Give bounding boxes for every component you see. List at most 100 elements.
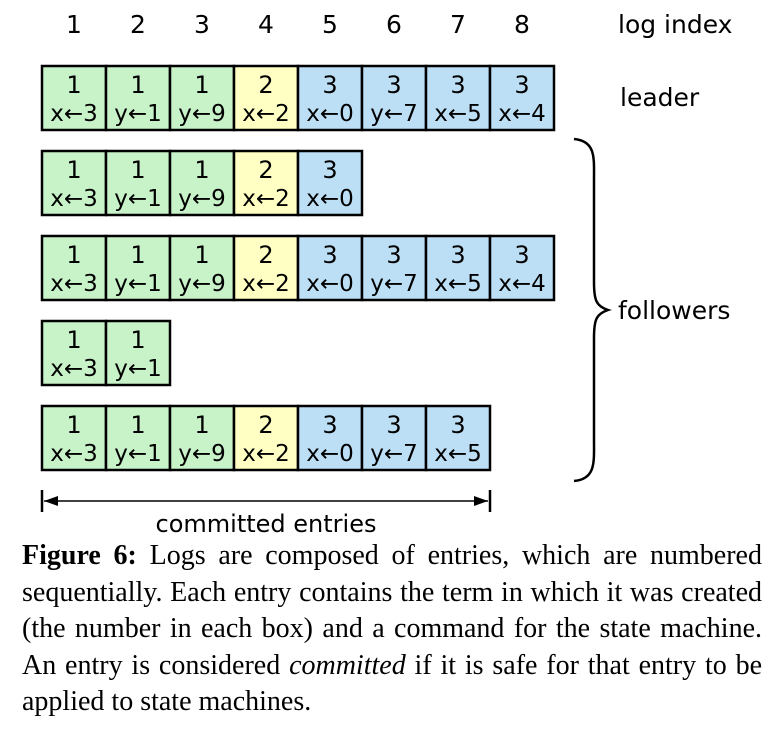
log-index-5: 5 (322, 10, 338, 39)
log-entry: 1y←1 (104, 234, 172, 302)
entry-term: 1 (66, 241, 81, 269)
log-entry: 1y←9 (168, 64, 236, 132)
entry-term: 1 (130, 156, 145, 184)
entry-term: 1 (194, 156, 209, 184)
log-entry: 3x←5 (424, 234, 492, 302)
entry-command: x←3 (50, 101, 98, 127)
entry-term: 1 (194, 411, 209, 439)
log-entry: 1y←1 (104, 64, 172, 132)
log-entry: 3x←0 (296, 404, 364, 472)
log-index-8: 8 (514, 10, 530, 39)
entry-box (488, 234, 556, 302)
log-entry: 1x←3 (40, 319, 108, 387)
entry-command: y←7 (370, 101, 418, 127)
entry-box (168, 64, 236, 132)
log-index-3: 3 (194, 10, 210, 39)
entry-term: 1 (194, 241, 209, 269)
entry-term: 2 (258, 156, 273, 184)
log-entry: 1x←3 (40, 234, 108, 302)
entry-box (40, 234, 108, 302)
log-entry: 2x←2 (232, 149, 300, 217)
entry-command: y←9 (178, 186, 226, 212)
entry-term: 3 (514, 241, 529, 269)
leader-label: leader (620, 83, 700, 112)
entry-term: 3 (386, 241, 401, 269)
log-entry: 3x←4 (488, 234, 556, 302)
log-entry: 3y←7 (360, 404, 428, 472)
entry-term: 1 (130, 326, 145, 354)
entry-term: 3 (322, 156, 337, 184)
entry-box (232, 404, 300, 472)
entry-command: x←2 (242, 271, 290, 297)
entry-term: 3 (386, 71, 401, 99)
entry-box (40, 319, 108, 387)
entry-command: x←3 (50, 356, 98, 382)
entry-term: 3 (322, 241, 337, 269)
caption-figure-label: Figure 6: (22, 540, 137, 571)
entry-box (104, 64, 172, 132)
log-entry: 3x←4 (488, 64, 556, 132)
followers-brace (573, 137, 612, 483)
log-entry: 3y←7 (360, 234, 428, 302)
log-entry: 1y←9 (168, 234, 236, 302)
caption-text: Logs are composed of entries, which are … (22, 540, 762, 681)
committed-right-arrowhead (474, 496, 488, 506)
followers-label: followers (618, 296, 730, 325)
log-entry: 3y←7 (360, 64, 428, 132)
entry-box (488, 64, 556, 132)
entry-box (296, 149, 364, 217)
entry-box (360, 404, 428, 472)
caption-emphasis: committed (289, 649, 406, 681)
entry-command: x←4 (498, 271, 546, 297)
log-entry: 3x←0 (296, 64, 364, 132)
committed-left-arrowhead (44, 496, 58, 506)
log-entry: 2x←2 (232, 64, 300, 132)
entry-box (104, 404, 172, 472)
log-entry: 3x←0 (296, 149, 364, 217)
follower-log: 1x←31y←1 (40, 319, 172, 387)
entry-command: x←0 (306, 441, 354, 467)
entry-term: 1 (66, 326, 81, 354)
log-index-6: 6 (386, 10, 402, 39)
log-index-2: 2 (130, 10, 146, 39)
entry-command: x←2 (242, 441, 290, 467)
committed-range-arrow (40, 490, 492, 512)
follower-log: 1x←31y←11y←92x←23x←03y←73x←5 (40, 404, 492, 472)
entry-box (40, 64, 108, 132)
entry-term: 3 (322, 411, 337, 439)
entry-term: 3 (322, 71, 337, 99)
entry-term: 3 (514, 71, 529, 99)
entry-command: x←2 (242, 101, 290, 127)
log-entry: 1y←1 (104, 404, 172, 472)
log-entry: 1x←3 (40, 404, 108, 472)
entry-term: 1 (130, 411, 145, 439)
log-entry: 2x←2 (232, 234, 300, 302)
entry-box (296, 404, 364, 472)
entry-command: x←0 (306, 101, 354, 127)
entry-command: y←1 (114, 441, 162, 467)
log-entry: 1y←9 (168, 149, 236, 217)
entry-box (296, 64, 364, 132)
entry-command: y←1 (114, 271, 162, 297)
entry-command: y←9 (178, 441, 226, 467)
entry-box (232, 149, 300, 217)
entry-term: 1 (66, 411, 81, 439)
entry-term: 1 (130, 71, 145, 99)
log-entry: 1x←3 (40, 149, 108, 217)
log-entry: 3x←5 (424, 404, 492, 472)
entry-command: y←7 (370, 271, 418, 297)
entry-command: x←3 (50, 271, 98, 297)
log-entry: 1y←9 (168, 404, 236, 472)
entry-command: x←5 (434, 101, 482, 127)
log-index-7: 7 (450, 10, 466, 39)
log-entry: 3x←5 (424, 64, 492, 132)
log-entry: 1y←1 (104, 319, 172, 387)
committed-entries-label: committed entries (156, 510, 377, 538)
log-entry: 2x←2 (232, 404, 300, 472)
leader-log: 1x←31y←11y←92x←23x←03y←73x←53x←4 (40, 64, 556, 132)
entry-term: 3 (450, 411, 465, 439)
log-entry: 1y←1 (104, 149, 172, 217)
entry-box (360, 64, 428, 132)
entry-term: 3 (450, 241, 465, 269)
